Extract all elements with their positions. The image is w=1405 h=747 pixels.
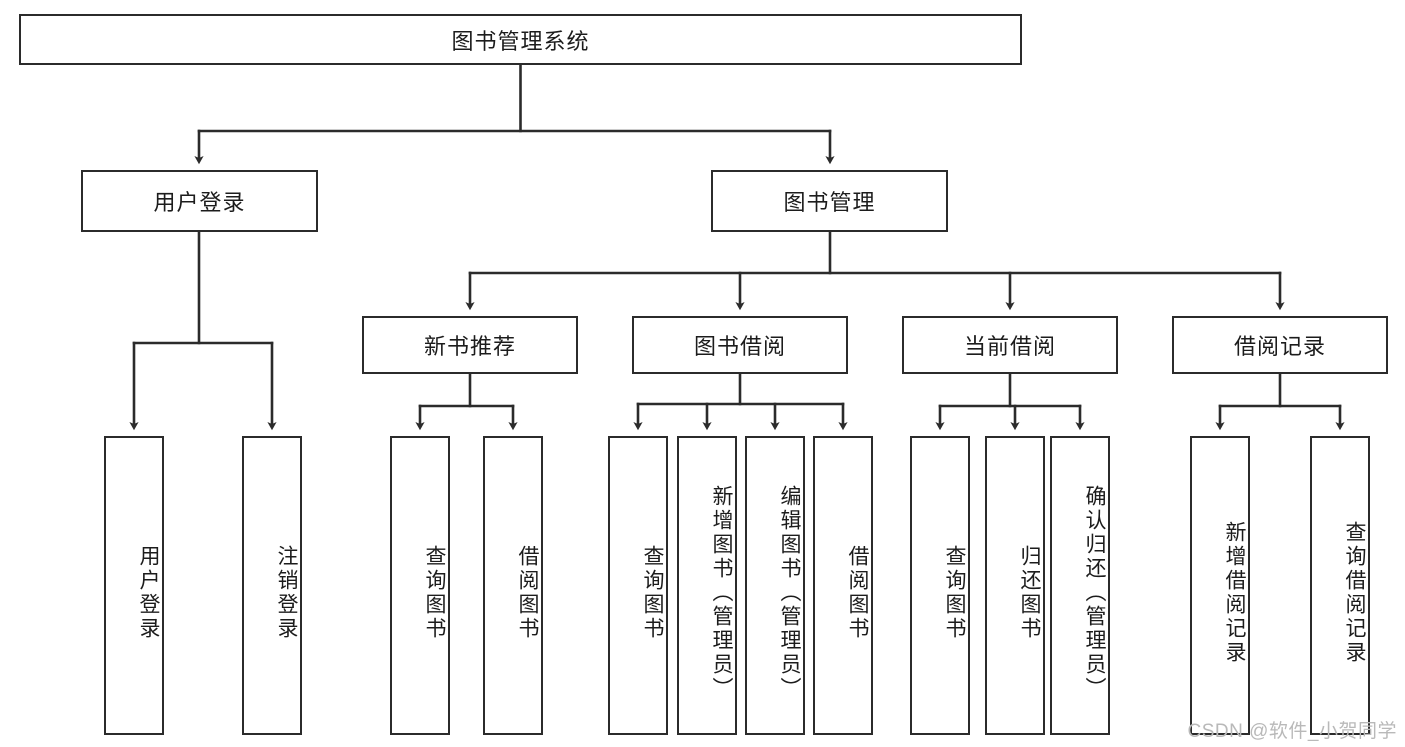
node-label: 借阅图书 (516, 544, 539, 641)
node-book-borrow[interactable]: 图书借阅 (632, 316, 848, 374)
node-leaf-return-book[interactable]: 归还图书 (985, 436, 1045, 735)
node-label: 用户登录 (153, 190, 246, 215)
node-label: 用户登录 (137, 544, 160, 641)
node-leaf-query-record[interactable]: 查询借阅记录 (1310, 436, 1370, 735)
node-label: 查询借阅记录 (1343, 520, 1366, 665)
node-leaf-query-book-1[interactable]: 查询图书 (390, 436, 450, 735)
node-label: 确认归还（管理员） (1083, 484, 1106, 701)
node-current-borrow[interactable]: 当前借阅 (902, 316, 1118, 374)
node-label: 归还图书 (1018, 544, 1041, 641)
node-root[interactable]: 图书管理系统 (19, 14, 1022, 65)
node-book-manage[interactable]: 图书管理 (711, 170, 948, 232)
node-label: 借阅图书 (846, 544, 869, 641)
node-label: 查询图书 (423, 544, 446, 641)
node-label: 借阅记录 (1233, 334, 1326, 359)
node-leaf-user-login[interactable]: 用户登录 (104, 436, 164, 735)
node-label: 图书管理系统 (451, 28, 590, 54)
node-leaf-query-book-2[interactable]: 查询图书 (608, 436, 668, 735)
node-label: 图书借阅 (693, 334, 786, 359)
node-label: 编辑图书（管理员） (778, 484, 801, 701)
node-leaf-edit-book[interactable]: 编辑图书（管理员） (745, 436, 805, 735)
node-label: 新增图书（管理员） (710, 484, 733, 701)
node-leaf-confirm-return[interactable]: 确认归还（管理员） (1050, 436, 1110, 735)
node-leaf-borrow-book-2[interactable]: 借阅图书 (813, 436, 873, 735)
node-label: 新增借阅记录 (1223, 520, 1246, 665)
node-borrow-record[interactable]: 借阅记录 (1172, 316, 1388, 374)
node-label: 查询图书 (641, 544, 664, 641)
watermark: CSDN @软件_小贺同学 (1187, 721, 1397, 742)
node-leaf-borrow-book-1[interactable]: 借阅图书 (483, 436, 543, 735)
node-label: 新书推荐 (423, 334, 516, 359)
node-label: 图书管理 (783, 190, 876, 215)
node-new-book-rec[interactable]: 新书推荐 (362, 316, 578, 374)
node-user-login[interactable]: 用户登录 (81, 170, 318, 232)
node-leaf-query-book-3[interactable]: 查询图书 (910, 436, 970, 735)
node-label: 注销登录 (275, 544, 298, 641)
node-leaf-logout[interactable]: 注销登录 (242, 436, 302, 735)
node-label: 查询图书 (943, 544, 966, 641)
node-leaf-add-book[interactable]: 新增图书（管理员） (677, 436, 737, 735)
node-label: 当前借阅 (963, 334, 1056, 359)
node-leaf-add-record[interactable]: 新增借阅记录 (1190, 436, 1250, 735)
